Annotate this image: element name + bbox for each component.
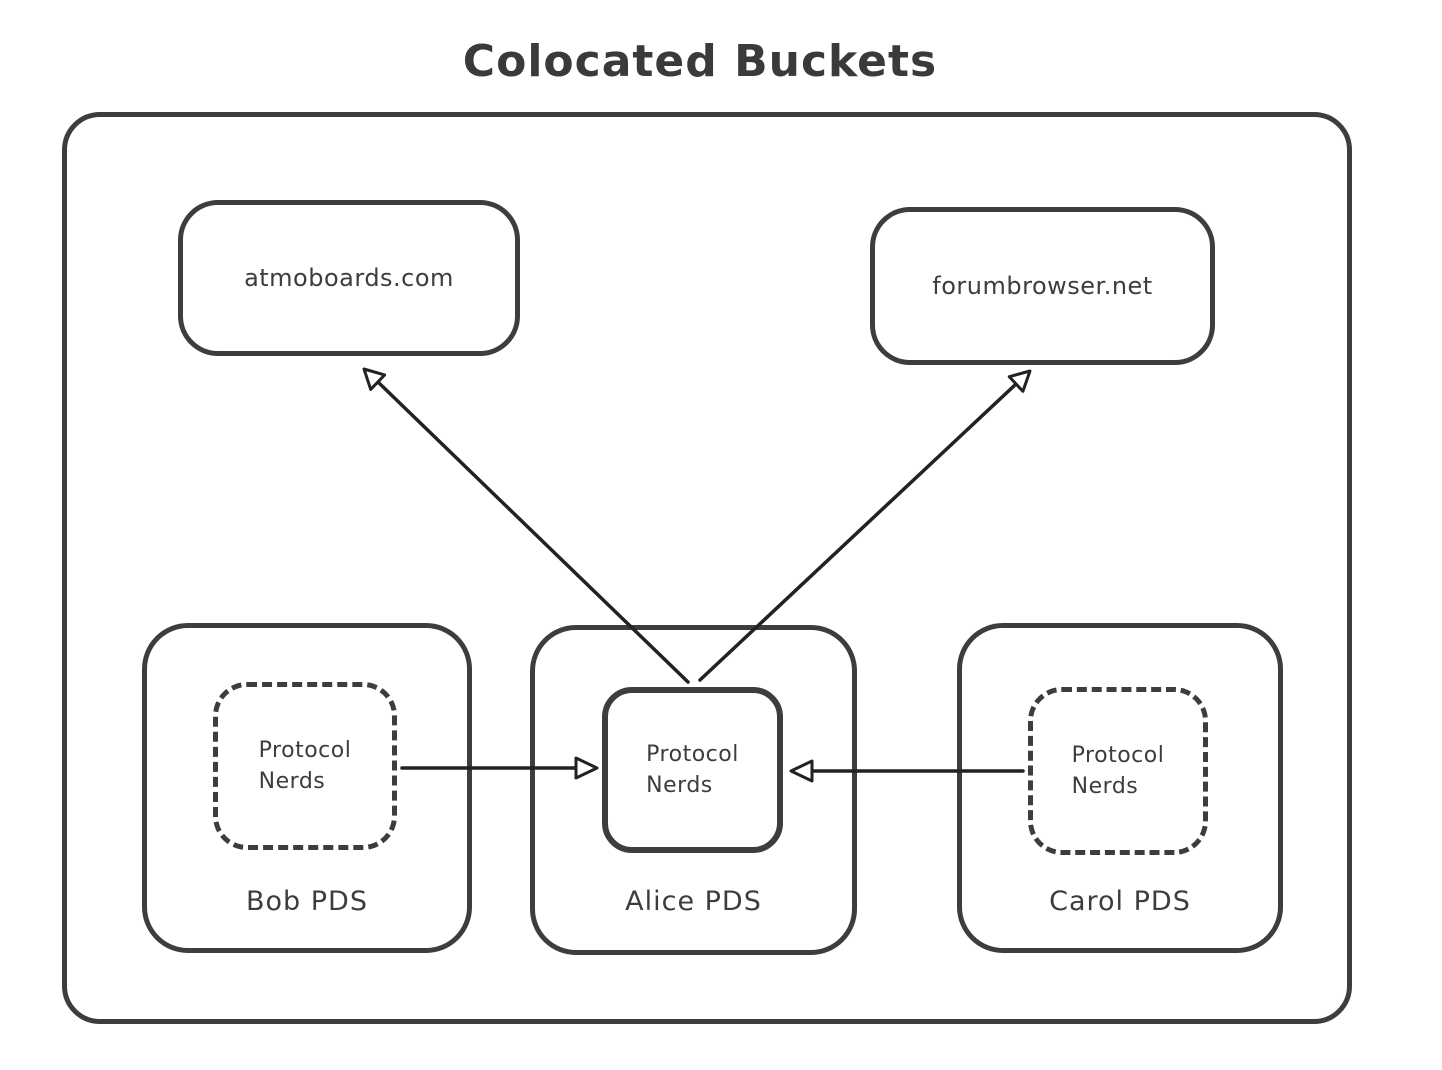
node-bob-pds — [142, 623, 472, 953]
node-atmoboards: atmoboards.com — [178, 200, 520, 356]
bucket-carol-label: Protocol Nerds — [1071, 743, 1165, 799]
bucket-alice-protocol-nerds: Protocol Nerds — [602, 687, 783, 853]
colocated-bucket-boundary — [62, 112, 1352, 1024]
bucket-bob-label: Protocol Nerds — [258, 738, 352, 794]
node-forumbrowser-label: forumbrowser.net — [932, 272, 1153, 300]
bucket-carol-protocol-nerds: Protocol Nerds — [1028, 687, 1208, 855]
node-alice-pds-label: Alice PDS — [625, 886, 762, 917]
node-bob-pds-label: Bob PDS — [246, 886, 368, 917]
bucket-bob-protocol-nerds: Protocol Nerds — [213, 682, 397, 850]
node-atmoboards-label: atmoboards.com — [244, 264, 454, 292]
node-forumbrowser: forumbrowser.net — [870, 207, 1215, 365]
bucket-alice-label: Protocol Nerds — [646, 742, 739, 798]
node-carol-pds-label: Carol PDS — [1049, 886, 1191, 917]
diagram-title: Colocated Buckets — [462, 36, 938, 87]
